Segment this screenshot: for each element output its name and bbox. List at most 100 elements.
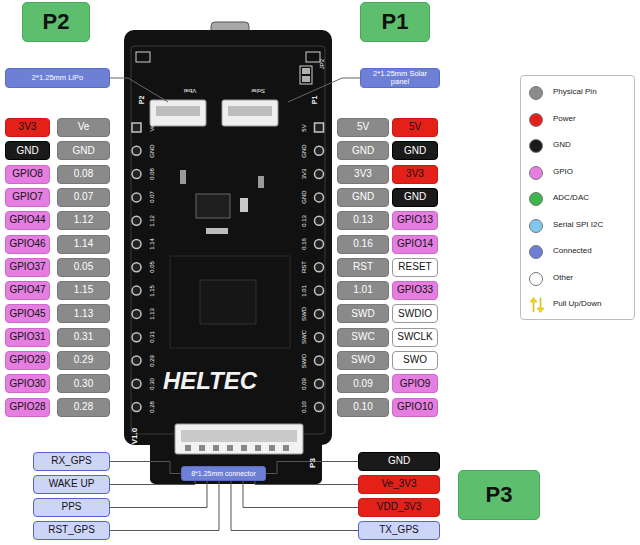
pin-silkscreen: 1.01 [301, 285, 307, 297]
jst-connector [222, 100, 278, 126]
node-text: 0.30 [74, 379, 93, 390]
node-text: 0.08 [74, 169, 93, 180]
physical-pin-label: 1.12 [57, 211, 110, 230]
signal-wire [110, 462, 181, 474]
pin-silkscreen: 0.08 [149, 168, 155, 180]
power-pin-label: Ve_3V3 [358, 475, 440, 494]
node-text: 0.31 [74, 332, 93, 343]
ground-pin-label: GND [392, 188, 438, 207]
gps-signal-label: PPS [33, 498, 110, 517]
pin-silkscreen: 0.30 [149, 378, 155, 390]
node-text: GPIO47 [9, 285, 45, 296]
pin-silkscreen: 0.07 [149, 192, 155, 204]
node-text: 0.16 [353, 239, 372, 250]
node-text: 1.14 [74, 239, 93, 250]
resistor [258, 176, 264, 188]
signal-wire [110, 481, 219, 531]
legend-text: ADC/DAC [553, 194, 589, 203]
gpio-pin-label: GPIO44 [5, 211, 50, 230]
physical-pin-label: GND [337, 141, 389, 160]
legend-swatch [529, 86, 543, 100]
silkscreen-label: Solar [251, 88, 265, 94]
legend-item: ADC/DAC [529, 191, 633, 207]
physical-pin-label: 0.16 [337, 235, 389, 254]
physical-pin-label: 3V3 [337, 165, 389, 184]
physical-pin-label: 0.09 [337, 374, 389, 393]
gpio-pin-label: GPIO13 [392, 211, 438, 230]
pull-up-arrow [530, 298, 537, 313]
gpio-pin-label: GPIO45 [5, 304, 50, 323]
connector-pin [241, 445, 247, 451]
node-text: 5V [409, 122, 421, 133]
legend-text: GND [553, 141, 571, 150]
node-text: 3V3 [406, 169, 424, 180]
silkscreen-label: P1 [311, 96, 318, 105]
gps-connector-slot [181, 430, 297, 442]
node-text: VDD_3V3 [377, 502, 421, 513]
module-outline [170, 256, 290, 348]
connector-pin [255, 445, 261, 451]
chip [196, 194, 230, 218]
node-text: GPIO7 [12, 192, 43, 203]
node-text: GPIO14 [397, 239, 433, 250]
board-tab [150, 420, 322, 484]
other-pin-label: SWO [392, 351, 438, 370]
silkscreen-frame [131, 46, 325, 434]
header-hole [132, 123, 141, 132]
module-chip [200, 280, 256, 324]
legend-text: Power [553, 115, 576, 124]
pin-silkscreen: 1.14 [149, 238, 155, 250]
other-pin-label: SWDIO [392, 304, 438, 323]
physical-pin-label: SWC [337, 328, 389, 347]
pin-silkscreen: SWD [301, 307, 307, 321]
node-text: Ve [78, 122, 90, 133]
node-text: GPIO44 [9, 215, 45, 226]
header-hole [132, 286, 141, 295]
node-text: GND [16, 146, 38, 157]
gpio-pin-label: GPIO29 [5, 351, 50, 370]
physical-pin-label: 1.15 [57, 281, 110, 300]
resistor [206, 228, 228, 234]
node-text: GPIO9 [400, 379, 431, 390]
silkscreen-label: JP2 [319, 59, 325, 69]
header-hole [315, 356, 324, 365]
node-text: 2*1.25mm LiPo [32, 74, 83, 82]
silkscreen-label: Vbat [184, 88, 196, 94]
physical-pin-label: 0.07 [57, 188, 110, 207]
connector-pin [269, 445, 275, 451]
header-hole [315, 123, 324, 132]
node-text: 0.13 [353, 215, 372, 226]
header-hole [315, 333, 324, 342]
legend-swatch [529, 192, 543, 206]
other-pin-label: SWCLK [392, 328, 438, 347]
header-hole [315, 286, 324, 295]
legend-swatch [529, 113, 543, 127]
legend-text: Connected [553, 247, 592, 256]
header-hole [132, 216, 141, 225]
node-text: 1.12 [74, 215, 93, 226]
physical-pin-label: 1.14 [57, 235, 110, 254]
physical-pin-label: SWD [337, 304, 389, 323]
board-logo: HELTEC [163, 369, 257, 393]
node-text: 0.29 [74, 355, 93, 366]
header-hole [315, 403, 324, 412]
node-text: P2 [43, 10, 70, 33]
header-hole [315, 216, 324, 225]
node-text: GPIO30 [9, 379, 45, 390]
legend-symbol [529, 297, 545, 313]
connector-callout: 2*1.25mm LiPo [5, 68, 110, 88]
pin-silkscreen: 1.13 [149, 308, 155, 320]
node-text: GND [404, 146, 426, 157]
power-pin-label: 5V [392, 118, 438, 137]
node-text: P1 [382, 10, 409, 33]
legend-swatch [529, 219, 543, 233]
legend-swatch [529, 272, 543, 286]
resistor [180, 170, 186, 184]
legend-swatch [529, 166, 543, 180]
power-pin-label: 3V3 [392, 165, 438, 184]
jst-slot [156, 106, 200, 116]
physical-pin-label: 0.13 [337, 211, 389, 230]
signal-wire [231, 481, 358, 531]
header-hole [315, 170, 324, 179]
node-text: GPIO13 [397, 215, 433, 226]
